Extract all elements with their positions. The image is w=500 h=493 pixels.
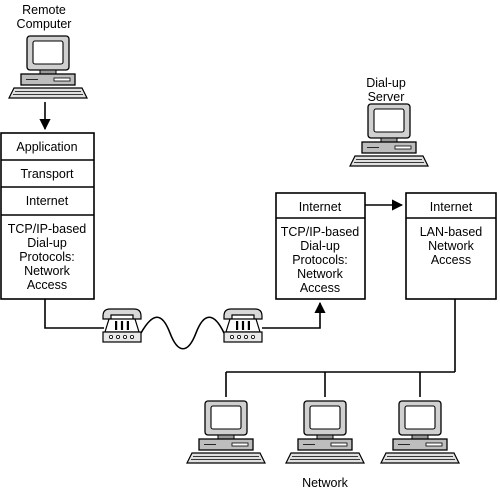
- remote-protocol-stack: Application Transport Internet TCP/IP-ba…: [0, 132, 95, 300]
- server-stack-access-line5: Access: [300, 281, 340, 295]
- telephone-icon-remote: [102, 308, 142, 343]
- server-protocol-stack: Internet TCP/IP-based Dial-up Protocols:…: [275, 192, 366, 300]
- network-computer-icon-2: [285, 400, 365, 464]
- remote-stack-transport: Transport: [20, 167, 74, 181]
- network-computer-icon-3: [380, 400, 460, 464]
- remote-stack-access-line5: Access: [27, 278, 67, 292]
- remote-stack-access-line3: Protocols:: [19, 250, 75, 264]
- remote-computer-label-line2: Computer: [17, 17, 72, 31]
- server-stack-access-line2: Dial-up: [300, 239, 340, 253]
- server-stack-internet: Internet: [299, 200, 342, 214]
- remote-to-modem-line: [44, 299, 104, 329]
- network-label: Network: [302, 476, 349, 490]
- dialup-server-label-line2: Server: [368, 90, 405, 104]
- server-stack-access-line1: TCP/IP-based: [281, 225, 360, 239]
- dialup-server-icon: [349, 103, 429, 167]
- phone-line-wave: [140, 316, 225, 350]
- modem-to-server-arrow: [262, 301, 326, 329]
- server-stack-access-line4: Network: [297, 267, 344, 281]
- remote-stack-access-line1: TCP/IP-based: [8, 222, 87, 236]
- network-computer-icon-1: [186, 400, 266, 464]
- dialup-server-label-line1: Dial-up: [366, 76, 406, 90]
- remote-stack-internet: Internet: [26, 194, 69, 208]
- lan-stack-access-line1: LAN-based: [420, 225, 483, 239]
- lan-stack-access-line3: Access: [431, 253, 471, 267]
- lan-protocol-stack: Internet LAN-based Network Access: [405, 192, 497, 300]
- remote-stack-access-line2: Dial-up: [27, 236, 67, 250]
- remote-stack-application: Application: [16, 140, 77, 154]
- remote-computer-label-line1: Remote: [22, 3, 66, 17]
- telephone-icon-server: [223, 308, 263, 343]
- remote-computer-icon: [8, 35, 88, 99]
- server-stack-access-line3: Protocols:: [292, 253, 348, 267]
- remote-stack-access-line4: Network: [24, 264, 71, 278]
- lan-stack-access-line2: Network: [428, 239, 475, 253]
- lan-stack-internet: Internet: [430, 200, 473, 214]
